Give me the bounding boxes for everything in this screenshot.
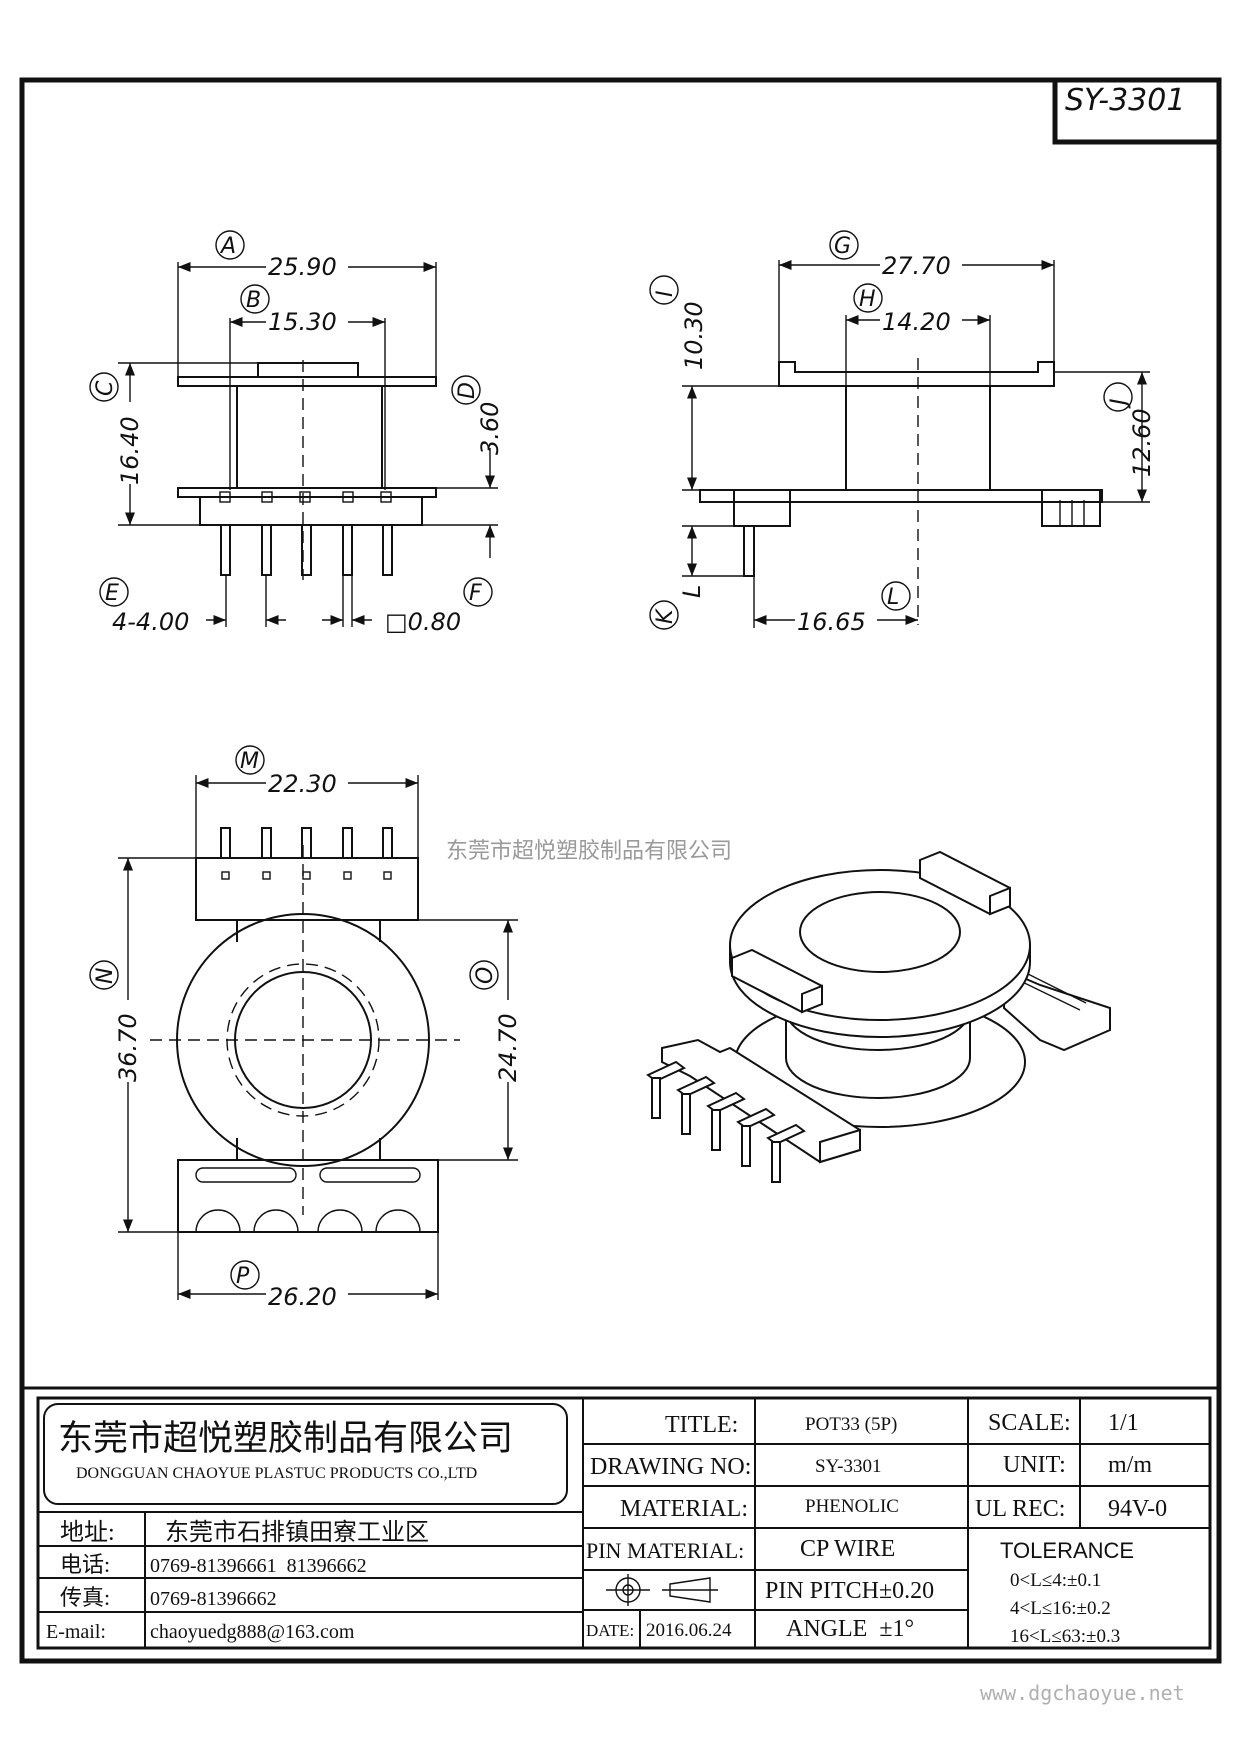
material-label: MATERIAL: <box>620 1496 748 1522</box>
dim-h-value: 14.20 <box>882 308 951 336</box>
title-value: POT33 (5P) <box>805 1414 897 1435</box>
dim-j-letter: J <box>1107 399 1132 410</box>
isometric-view <box>646 850 1111 1183</box>
scale-label: SCALE: <box>988 1410 1071 1436</box>
dim-i-value: 10.30 <box>680 301 708 370</box>
pin-material-value: CP WIRE <box>800 1536 895 1562</box>
dim-o-value: 24.70 <box>494 1013 522 1082</box>
dim-d-letter: D <box>455 382 480 399</box>
dim-h-letter: H <box>859 287 876 312</box>
tolerance-1: 0<L≤4:±0.1 <box>1010 1570 1101 1591</box>
tolerance-3: 16<L≤63:±0.3 <box>1010 1626 1120 1647</box>
title-block: 东莞市超悦塑胶制品有限公司 DONGGUAN CHAOYUE PLASTUC P… <box>22 1386 1219 1650</box>
sheet-border <box>19 77 1222 1664</box>
fax: 0769-81396662 <box>150 1588 277 1610</box>
dim-p-letter: P <box>236 1264 250 1289</box>
address: 东莞市石排镇田寮工业区 <box>165 1519 429 1546</box>
website: www.dgchaoyue.net <box>980 1681 1185 1705</box>
drawing-no-value: SY-3301 <box>815 1456 882 1477</box>
dim-m-value: 22.30 <box>268 770 337 798</box>
dim-m-letter: M <box>240 749 259 774</box>
dim-b-letter: B <box>246 288 261 313</box>
unit-value: m/m <box>1108 1452 1152 1478</box>
ul-value: 94V-0 <box>1108 1496 1167 1522</box>
tolerance-2: 4<L≤16:±0.2 <box>1010 1598 1111 1619</box>
dim-p-value: 26.20 <box>268 1283 337 1311</box>
dim-f-letter: F <box>469 581 482 606</box>
drawing-no-label: DRAWING NO: <box>590 1454 751 1480</box>
dim-n-value: 36.70 <box>114 1013 142 1082</box>
dim-g-letter: G <box>834 234 851 259</box>
date-label: DATE: <box>586 1621 634 1640</box>
front-view: 25.90 A 15.30 B 16.40 C 3.60 D 4-4.00 <box>89 230 504 636</box>
dim-a-value: 25.90 <box>268 253 337 281</box>
pin-material-label: PIN MATERIAL: <box>586 1538 744 1563</box>
part-code: SY-3301 <box>1065 83 1185 118</box>
scale-value: 1/1 <box>1108 1410 1139 1436</box>
company-name-cn: 东莞市超悦塑胶制品有限公司 <box>58 1419 513 1458</box>
dim-a-letter: A <box>219 234 236 259</box>
phone-label: 电话: <box>60 1552 110 1577</box>
dim-d-value: 3.60 <box>476 402 504 455</box>
unit-label: UNIT: <box>1003 1452 1066 1478</box>
dim-c-letter: C <box>93 380 118 396</box>
dim-c-value: 16.40 <box>116 416 144 485</box>
dim-e-value: 4-4.00 <box>112 608 189 636</box>
dim-g-value: 27.70 <box>882 252 951 280</box>
address-label: 地址: <box>60 1519 115 1546</box>
title-label: TITLE: <box>665 1412 738 1438</box>
dim-f-value: □0.80 <box>385 608 461 636</box>
phone: 0769-81396661 81396662 <box>150 1555 367 1577</box>
angle: ANGLE ±1° <box>786 1616 914 1642</box>
projection-symbol <box>606 1574 718 1606</box>
dim-k-letter: K <box>653 608 678 624</box>
dim-e-letter: E <box>105 581 119 606</box>
fax-label: 传真: <box>60 1585 110 1610</box>
part-code-box: SY-3301 <box>1052 77 1222 145</box>
dim-n-letter: N <box>93 968 118 984</box>
dim-l-letter: L <box>887 585 899 610</box>
email-label: E-mail: <box>46 1621 106 1643</box>
material-value: PHENOLIC <box>805 1496 899 1517</box>
top-view: 22.30 M 36.70 N 24.70 O 26.20 P <box>89 745 522 1311</box>
email: chaoyuedg888@163.com <box>150 1621 355 1643</box>
watermark-text: 东莞市超悦塑胶制品有限公司 <box>446 839 732 864</box>
pin-pitch: PIN PITCH±0.20 <box>765 1578 934 1604</box>
date-value: 2016.06.24 <box>646 1620 732 1641</box>
dim-i-letter: I <box>653 291 678 298</box>
company-name-en: DONGGUAN CHAOYUE PLASTUC PRODUCTS CO.,LT… <box>76 1465 477 1482</box>
tolerance-label: TOLERANCE <box>1000 1538 1134 1563</box>
dim-j-value: 12.60 <box>1128 408 1156 477</box>
side-view: 27.70 G 14.20 H 10.30 I 12.60 J L K <box>649 230 1156 636</box>
ul-label: UL REC: <box>975 1496 1065 1522</box>
dim-k-value: L <box>678 585 706 598</box>
dim-o-letter: O <box>473 967 498 984</box>
dim-l-value: 16.65 <box>797 608 866 636</box>
dim-b-value: 15.30 <box>268 308 337 336</box>
